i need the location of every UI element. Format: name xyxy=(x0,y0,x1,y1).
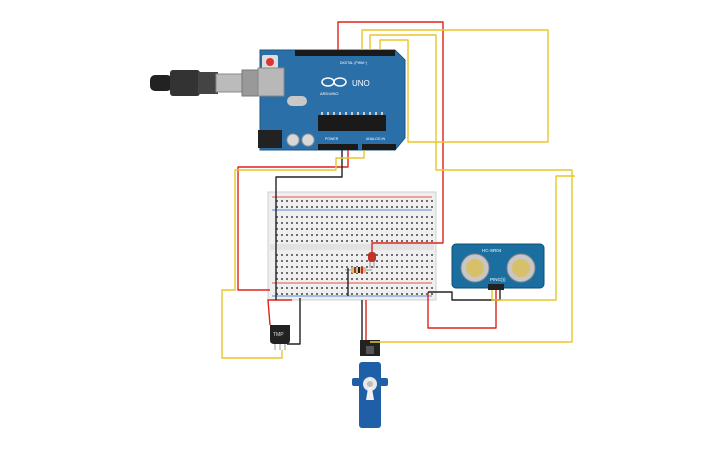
wire-yellow-sensor xyxy=(221,150,365,359)
sensor-model-label: HC-SR04 xyxy=(482,248,502,253)
wire-yellow-servo xyxy=(369,34,573,343)
ping-label: PING))) xyxy=(490,277,506,282)
analog-label: ANALOG IN xyxy=(366,137,386,141)
wire-red-ultrasonic xyxy=(427,290,497,329)
digital-header xyxy=(295,50,395,56)
wire-red-led xyxy=(337,21,444,252)
usb-cable-icon xyxy=(150,69,267,97)
temperature-sensor[interactable]: TMP xyxy=(270,325,290,350)
power-label: POWER xyxy=(325,137,339,141)
sensor-label: TMP xyxy=(273,332,284,338)
wires xyxy=(221,21,575,359)
power-header xyxy=(318,144,358,150)
red-led[interactable] xyxy=(368,252,376,268)
usb-port xyxy=(257,67,285,97)
ultrasonic-sensor[interactable]: HC-SR04 PING))) xyxy=(451,243,545,290)
infinity-logo-icon xyxy=(321,77,347,87)
breadboard[interactable] xyxy=(267,191,437,301)
arduino-uno-board[interactable]: UNO ARDUINO DIGITAL (PWM~) POWER ANALOG … xyxy=(257,49,406,151)
power-jack xyxy=(258,130,282,148)
wire-yellow-digital xyxy=(361,29,549,143)
wire-yellow-ultrasonic xyxy=(491,175,575,301)
microcontroller-chip xyxy=(318,115,386,131)
servo-motor[interactable] xyxy=(352,340,388,428)
resistor[interactable] xyxy=(345,267,372,273)
wire-red-power xyxy=(237,150,349,291)
wire-black-gnd xyxy=(275,150,343,300)
wire-black-ultrasonic xyxy=(428,290,501,301)
sensor-pins xyxy=(488,284,504,290)
digital-label: DIGITAL (PWM~) xyxy=(340,61,367,65)
wire-black-sensor xyxy=(287,298,301,345)
analog-header xyxy=(362,144,396,150)
breadboard-holes xyxy=(276,200,433,295)
model-label: UNO xyxy=(352,79,370,88)
wire-red-sensor xyxy=(267,299,292,326)
brand-label: ARDUINO xyxy=(320,91,338,96)
